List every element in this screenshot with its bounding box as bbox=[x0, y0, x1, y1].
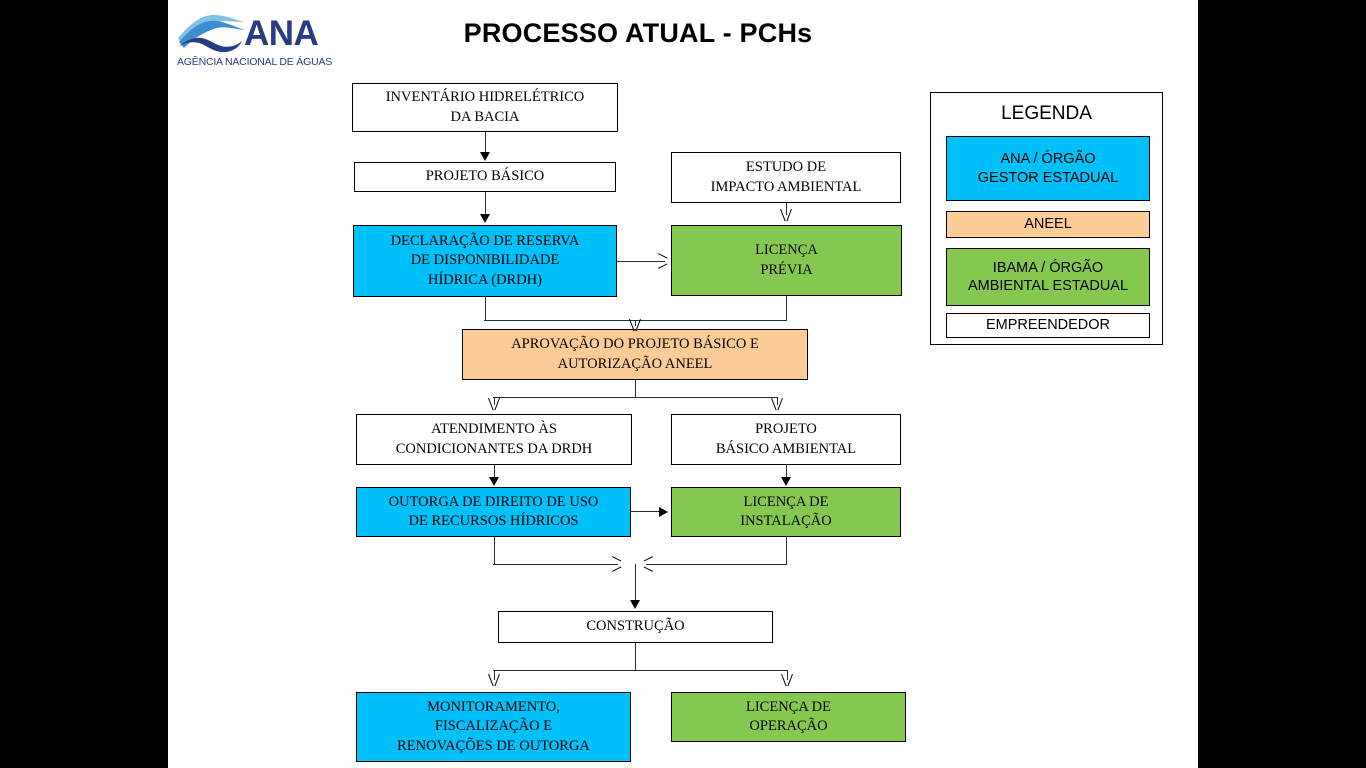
connector-drdh-aprovacao-h bbox=[484, 320, 636, 321]
ana-tagline: AGÊNCIA NACIONAL DE ÁGUAS bbox=[177, 56, 333, 68]
arrowhead-into-aprovacao bbox=[628, 319, 642, 331]
page-title: PROCESSO ATUAL - PCHs bbox=[463, 18, 813, 48]
arrowhead-outorga-merge bbox=[612, 557, 624, 571]
connector-licenca-previa-aprovacao-v1 bbox=[786, 296, 787, 321]
connector-licenca-previa-aprovacao-h bbox=[635, 320, 787, 321]
arrowhead-split-pba bbox=[770, 398, 784, 410]
node-construcao-label: CONSTRUÇÃO bbox=[586, 618, 685, 635]
connector-licenca-instalacao-merge-h bbox=[646, 564, 787, 565]
connector-licenca-instalacao-merge-v bbox=[786, 537, 787, 565]
arrowhead-licenca-instalacao-merge bbox=[641, 557, 653, 571]
connector-inventario-projeto bbox=[485, 132, 486, 154]
arrowhead-pba-licenca-instalacao bbox=[781, 477, 791, 486]
arrowhead-outorga-licenca-instalacao bbox=[659, 507, 668, 517]
connector-construcao-split-stem bbox=[635, 643, 636, 671]
node-projeto-basico: PROJETO BÁSICO bbox=[354, 162, 616, 192]
node-construcao: CONSTRUÇÃO bbox=[498, 611, 773, 643]
arrowhead-split-licenca-operacao bbox=[780, 674, 794, 686]
connector-aprovacao-split-bar bbox=[493, 397, 778, 398]
ana-wordmark: ANA bbox=[244, 14, 319, 53]
connector-drdh-aprovacao-v1 bbox=[485, 297, 486, 321]
node-projeto-basico-label: PROJETO BÁSICO bbox=[425, 168, 545, 185]
ana-logo: ANA AGÊNCIA NACIONAL DE ÁGUAS bbox=[176, 8, 332, 72]
arrowhead-drdh-licenca-previa bbox=[658, 254, 670, 268]
legend-item-aneel: ANEEL bbox=[946, 211, 1150, 238]
connector-outorga-merge-h bbox=[493, 564, 618, 565]
connector-merge-construcao bbox=[635, 564, 636, 601]
arrowhead-condicionantes-outorga bbox=[489, 477, 499, 486]
slide-canvas: ANA AGÊNCIA NACIONAL DE ÁGUAS PROCESSO A… bbox=[168, 0, 1198, 768]
connector-outorga-licenca-instalacao bbox=[631, 511, 663, 512]
arrowhead-split-condicionantes bbox=[487, 398, 501, 410]
legend-item-aneel-label: ANEEL bbox=[1024, 216, 1072, 233]
legend-item-empreendedor-label: EMPREENDEDOR bbox=[985, 317, 1111, 334]
connector-drdh-licenca-previa bbox=[617, 261, 665, 262]
arrowhead-eia-licenca-previa bbox=[779, 209, 793, 221]
arrowhead-split-monitoramento bbox=[487, 674, 501, 686]
arrowhead-projeto-drdh bbox=[480, 214, 490, 223]
connector-projeto-drdh bbox=[485, 192, 486, 214]
connector-aprovacao-split-stem bbox=[635, 380, 636, 398]
legend-item-empreendedor: EMPREENDEDOR bbox=[946, 313, 1150, 338]
ana-wave-icon bbox=[178, 14, 245, 53]
connector-construcao-split-bar bbox=[493, 670, 788, 671]
arrowhead-inventario-projeto bbox=[480, 152, 490, 161]
legend-title: LEGENDA bbox=[1001, 103, 1092, 124]
connector-pba-licenca-instalacao bbox=[786, 465, 787, 477]
connector-outorga-merge-v bbox=[494, 537, 495, 565]
connector-condicionantes-outorga bbox=[494, 465, 495, 477]
arrowhead-merge-construcao bbox=[630, 600, 640, 609]
